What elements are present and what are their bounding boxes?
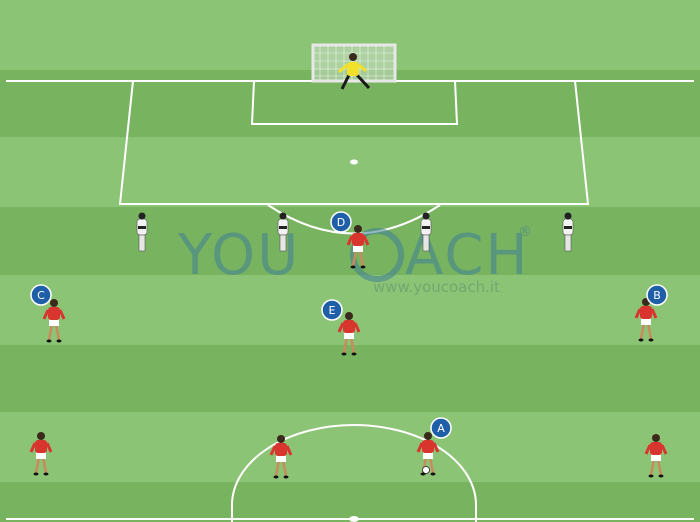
watermark-ball-icon <box>350 228 404 282</box>
svg-text:A: A <box>437 422 445 435</box>
goalkeeper <box>338 53 371 90</box>
watermark-brand-you: YOU <box>177 223 300 288</box>
players <box>29 225 668 479</box>
badge-e: E <box>321 299 343 321</box>
player <box>346 225 370 269</box>
mannequin-dummies <box>136 212 574 252</box>
center-spot <box>349 516 359 522</box>
watermark-registered: ® <box>518 224 532 240</box>
mannequin-dummy <box>562 212 574 252</box>
svg-text:D: D <box>337 216 345 229</box>
badge-c: C <box>30 284 52 306</box>
badge-d: D <box>330 211 352 233</box>
player <box>42 299 66 343</box>
watermark: YOU ACH ® www.youcoach.it <box>177 223 532 296</box>
badge-a: A <box>430 417 452 439</box>
mannequin-dummy <box>277 212 289 252</box>
mannequin-dummy <box>420 212 432 252</box>
mannequin-dummy <box>136 212 148 252</box>
ball <box>422 466 430 474</box>
player <box>634 298 658 342</box>
svg-text:C: C <box>37 289 45 302</box>
position-badges: A B C D E <box>30 211 668 439</box>
badge-b: B <box>646 284 668 306</box>
svg-text:E: E <box>329 304 336 317</box>
center-circle <box>231 424 477 522</box>
svg-text:B: B <box>653 289 661 302</box>
player <box>644 434 668 478</box>
penalty-spot <box>350 159 358 165</box>
goal-area <box>250 80 459 125</box>
player <box>269 435 293 479</box>
watermark-url: www.youcoach.it <box>373 278 500 296</box>
player <box>29 432 53 476</box>
player <box>337 312 361 356</box>
penalty-area <box>118 80 590 205</box>
